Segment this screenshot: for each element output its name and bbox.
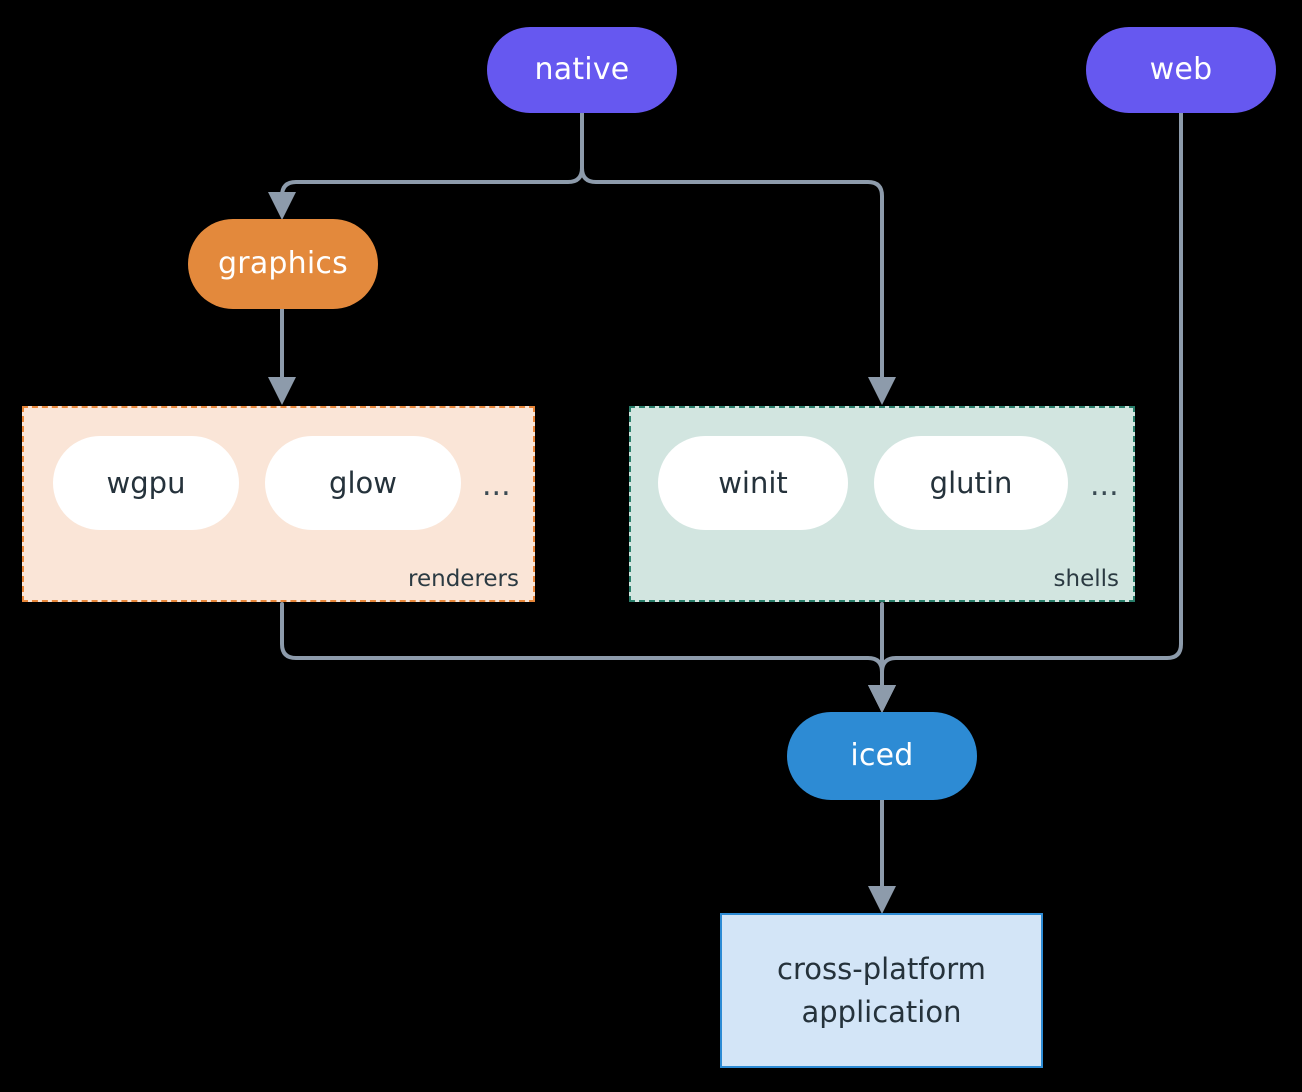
edge-renderers-iced [280, 602, 896, 713]
cluster-shells-label: shells [1053, 566, 1119, 592]
node-iced-label: iced [850, 738, 914, 774]
edge-native-shells [580, 111, 896, 405]
node-web[interactable]: web [1086, 27, 1276, 113]
leaf-winit-label: winit [718, 466, 788, 500]
renderers-overflow-ellipsis: ... [482, 468, 511, 503]
leaf-glow[interactable]: glow [265, 436, 461, 530]
node-native-label: native [534, 52, 630, 88]
node-graphics-label: graphics [218, 246, 348, 282]
cluster-shells: winit glutin ... shells [629, 406, 1135, 602]
leaf-wgpu-label: wgpu [106, 466, 186, 500]
leaf-glutin-label: glutin [929, 466, 1013, 500]
node-web-label: web [1149, 52, 1213, 88]
shells-overflow-ellipsis: ... [1090, 468, 1119, 503]
edge-native-graphics [268, 111, 584, 220]
node-native[interactable]: native [487, 27, 677, 113]
leaf-winit[interactable]: winit [658, 436, 848, 530]
node-iced[interactable]: iced [787, 712, 977, 800]
leaf-wgpu[interactable]: wgpu [53, 436, 239, 530]
cluster-renderers-label: renderers [408, 566, 519, 592]
leaf-glutin[interactable]: glutin [874, 436, 1068, 530]
cluster-renderers: wgpu glow ... renderers [22, 406, 535, 602]
node-graphics[interactable]: graphics [188, 219, 378, 309]
leaf-glow-label: glow [329, 466, 397, 500]
